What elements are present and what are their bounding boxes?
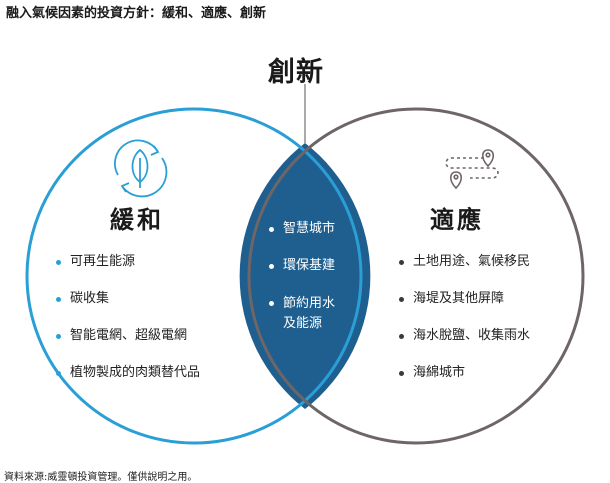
list-item: 智慧城市 [269,220,341,238]
right-heading: 適應 [430,206,484,234]
list-item: 植物製成的肉類替代品 [56,364,200,382]
list-item: 智能電網、超級電網 [56,327,200,345]
bullet-dot [56,371,61,376]
left-item-list: 可再生能源 碳收集 智能電網、超級電網 植物製成的肉類替代品 [56,253,200,401]
list-item: 海綿城市 [399,364,530,382]
bullet-dot [399,371,404,376]
list-item: 環保基建 [269,257,341,275]
diagram-title: 融入氣候因素的投資方針：緩和、適應、創新 [6,6,267,21]
right-item-list: 土地用途、氣候移民 海堤及其他屏障 海水脫鹽、收集雨水 海綿城市 [399,253,530,401]
overlap-item-list: 智慧城市 環保基建 節約用水及能源 [269,220,341,353]
list-item: 碳收集 [56,290,200,308]
bullet-dot [56,334,61,339]
list-item: 土地用途、氣候移民 [399,253,530,271]
right-circle [247,107,585,445]
left-heading: 緩和 [110,206,164,234]
source-note: 資料來源:威靈頓投資管理。僅供說明之用。 [4,472,198,483]
list-item: 可再生能源 [56,253,200,271]
bullet-dot [269,227,274,232]
overlap-region [239,143,371,409]
bullet-dot [269,264,274,269]
list-item: 節約用水及能源 [269,294,341,334]
route-map-pins-icon [445,149,499,190]
bullet-dot [269,301,274,306]
bullet-dot [399,260,404,265]
list-item: 海水脫鹽、收集雨水 [399,327,530,345]
bullet-dot [56,297,61,302]
center-heading: 創新 [268,57,324,88]
list-item: 海堤及其他屏障 [399,290,530,308]
bullet-dot [399,334,404,339]
left-circle [25,107,363,445]
leaf-cycle-icon [114,139,168,198]
bullet-dot [56,260,61,265]
bullet-dot [399,297,404,302]
